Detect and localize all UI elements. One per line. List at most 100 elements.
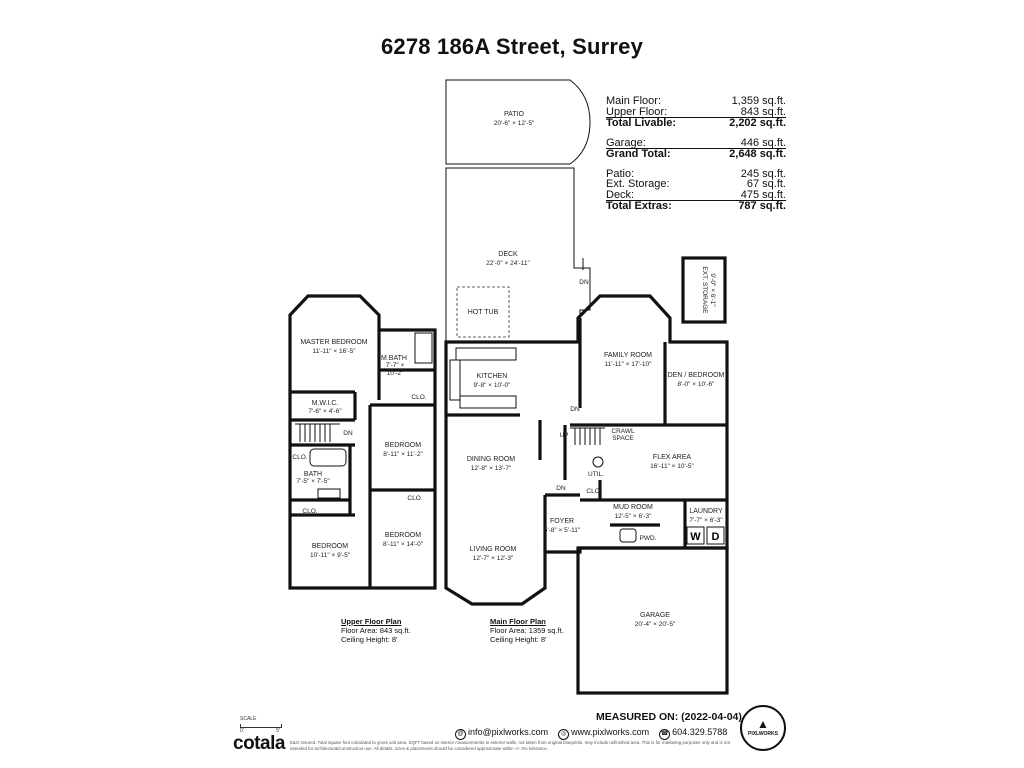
living-room-label: LIVING ROOM xyxy=(470,546,517,553)
scale-0: 0' xyxy=(240,728,244,734)
scale-bar: SCALE 0' 5' xyxy=(240,716,282,734)
mountain-icon: ▲ xyxy=(757,717,769,731)
kitchen-label: KITCHEN xyxy=(477,373,508,380)
garage-walls xyxy=(576,546,729,695)
family-room-label: FAMILY ROOM xyxy=(604,352,652,359)
vanity-outline xyxy=(317,488,341,499)
bedroom-upper-3-label: BEDROOM xyxy=(312,543,348,550)
hot-tub-label: HOT TUB xyxy=(468,309,499,316)
m-wic-label: M.W.I.C. xyxy=(312,400,339,407)
contact-line: @info@pixlworks.com ◎www.pixlworks.com ☎… xyxy=(455,727,727,740)
cotala-logo: cotala xyxy=(233,733,285,754)
closet-label: CLO. xyxy=(407,495,422,502)
bath-dim: 7'-5" × 7'-5" xyxy=(296,478,330,485)
area-row-total: Total Livable:2,202 sq.ft. xyxy=(606,117,786,129)
main-stair-up: UP xyxy=(559,432,568,439)
upper-floor-area: Floor Area: 843 sq.ft. xyxy=(341,626,411,635)
area-row: Main Floor:1,359 sq.ft. xyxy=(606,95,786,107)
deck-label: DECK xyxy=(498,251,518,258)
area-row: Patio:245 sq.ft. xyxy=(606,167,786,180)
dryer-outline xyxy=(706,526,725,545)
main-stairs xyxy=(570,427,605,445)
dining-room-dim: 12'-8" × 13'-7" xyxy=(471,465,512,472)
area-row: Upper Floor:843 sq.ft. xyxy=(606,105,786,118)
area-row-total: Total Extras:787 sq.ft. xyxy=(606,200,786,212)
closet-label: CLO. xyxy=(411,394,426,401)
main-floor-heading: Main Floor Plan xyxy=(490,617,546,626)
deck-dim: 22'-0" × 24'-11" xyxy=(486,260,530,267)
email-contact: @info@pixlworks.com xyxy=(455,727,548,740)
upper-stairs xyxy=(295,423,340,442)
m-wic-dim: 7'-6" × 4'-6" xyxy=(308,408,342,415)
main-stair-dn: DN xyxy=(570,406,580,413)
phone-icon: ☎ xyxy=(659,729,671,740)
disclaimer: E&O Insured. Total square foot calculate… xyxy=(290,740,731,751)
area-row: Ext. Storage:67 sq.ft. xyxy=(606,178,786,190)
closet-label: CLO. xyxy=(292,454,307,461)
area-row: Deck:475 sq.ft. xyxy=(606,188,786,201)
closet-label: CLO. xyxy=(302,508,317,515)
foyer-dn: DN xyxy=(556,485,566,492)
main-floor-height: Ceiling Height: 8' xyxy=(490,635,547,644)
bedroom-upper-1-dim: 8'-11" × 11'-2" xyxy=(383,451,423,458)
scale-line xyxy=(240,724,282,728)
upper-floor-height: Ceiling Height: 8' xyxy=(341,635,398,644)
util-label: UTIL. xyxy=(588,471,604,478)
laundry-label: LAUNDRY xyxy=(689,508,723,515)
flex-area-dim: 16'-11" × 10'-5" xyxy=(650,463,694,470)
hot-tub-outline xyxy=(456,286,510,338)
pwd-label: PWD. xyxy=(640,535,657,542)
washer-outline xyxy=(686,526,705,545)
measured-on: MEASURED ON: (2022-04-04) xyxy=(596,711,742,723)
badge-label: PIXLWORKS xyxy=(747,731,778,737)
dining-room-label: DINING ROOM xyxy=(467,456,515,463)
m-bath-label: M.BATH xyxy=(381,355,407,362)
scale-ticks: 0' 5' xyxy=(240,728,280,734)
m-bath-dim: 7'-7" × xyxy=(386,362,405,369)
closet-label: CLO. xyxy=(586,488,601,495)
garage-label: GARAGE xyxy=(640,612,670,619)
garage-dim: 20'-4" × 20'-5" xyxy=(635,621,676,628)
kitchen-counter xyxy=(455,347,517,361)
bath-label: BATH xyxy=(304,471,322,478)
den-bedroom-dim: 8'-0" × 10'-6" xyxy=(678,381,716,388)
patio-dim: 20'-6" × 12'-5" xyxy=(494,120,535,127)
crawl-space-label-2: SPACE xyxy=(612,435,634,442)
bedroom-upper-2-dim: 8'-11" × 14'-0" xyxy=(383,541,424,548)
bathtub-outline xyxy=(309,448,347,467)
patio-label: PATIO xyxy=(504,111,525,118)
ext-storage-dim: 9'-0" × 6'-1" xyxy=(709,273,716,307)
stair-dn-label: DN xyxy=(343,430,353,437)
crawl-space-label: CRAWL xyxy=(611,428,635,435)
bedroom-upper-1-label: BEDROOM xyxy=(385,442,421,449)
page-title: 6278 186A Street, Surrey xyxy=(380,34,644,59)
phone-contact: ☎604.329.5788 xyxy=(659,727,727,740)
m-bath-dim-2: 10'-2" xyxy=(387,370,404,377)
upper-floor-heading: Upper Floor Plan xyxy=(341,617,402,626)
area-row-total: Grand Total:2,648 sq.ft. xyxy=(606,148,786,160)
ext-storage-label: EXT. STORAGE xyxy=(701,266,708,314)
washer-label: W xyxy=(690,531,701,543)
deck-stair-dn: DN xyxy=(579,279,589,286)
kitchen-dim: 9'-8" × 10'-0" xyxy=(474,382,512,389)
foyer-label: FOYER xyxy=(550,518,574,525)
scale-5: 5' xyxy=(276,728,280,734)
toilet-outline xyxy=(619,528,637,543)
website-contact: ◎www.pixlworks.com xyxy=(558,727,649,740)
area-row: Garage:446 sq.ft. xyxy=(606,136,786,149)
kitchen-counter xyxy=(449,359,461,401)
main-floor-area: Floor Area: 1359 sq.ft. xyxy=(490,626,564,635)
bedroom-upper-2-label: BEDROOM xyxy=(385,532,421,539)
bedroom-upper-3-dim: 10'-11" × 9'-5" xyxy=(310,552,351,559)
main-floor-info: Main Floor Plan Floor Area: 1359 sq.ft. … xyxy=(490,617,564,644)
water-heater xyxy=(592,456,604,468)
shower-outline xyxy=(414,332,433,364)
foyer-dim: 5'-8" × 5'-11" xyxy=(544,527,581,534)
mud-room-label: MUD ROOM xyxy=(613,504,653,511)
laundry-dim: 7'-7" × 6'-3" xyxy=(689,517,723,524)
email-icon: @ xyxy=(455,729,466,740)
pixlworks-badge: ▲ PIXLWORKS xyxy=(740,705,786,751)
flex-area-label: FLEX AREA xyxy=(653,454,691,461)
living-room-dim: 12'-7" × 12'-3" xyxy=(473,555,514,562)
